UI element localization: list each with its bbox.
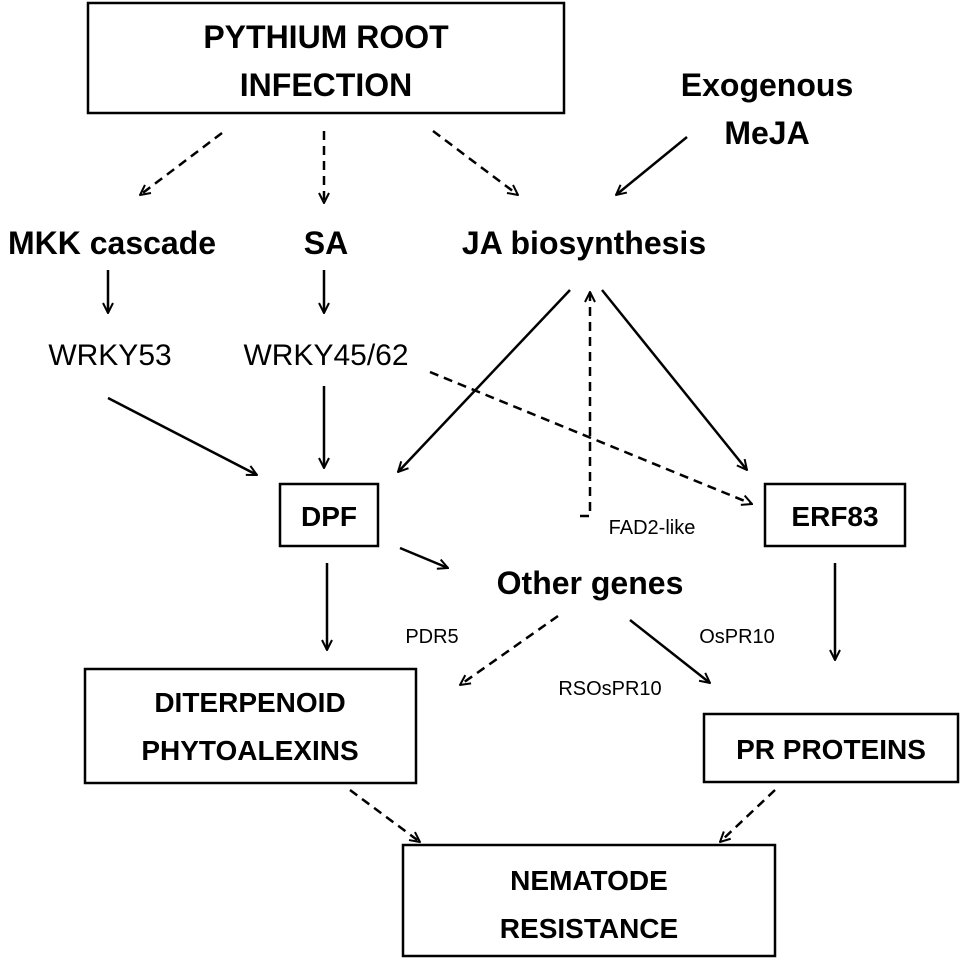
other-genes-label: Other genes: [497, 565, 684, 601]
rsospr10-label: RSOsPR10: [558, 678, 661, 700]
dpf-label: DPF: [301, 501, 357, 532]
erf83-box: [763, 482, 907, 548]
arrow-ja-to-dpf: [398, 289, 571, 472]
mkk-cascade-label: MKK cascade: [8, 225, 216, 261]
ja-biosynthesis-label: JA biosynthesis: [462, 225, 706, 261]
fad2-like-label: FAD2-like: [609, 517, 696, 539]
arrow-fad2-to-ja: [580, 292, 590, 518]
arrow-wrky4562-to-erf83: [429, 370, 752, 504]
pdr5-label: PDR5: [405, 626, 458, 648]
arrow-infection-to-mkk: [140, 132, 223, 195]
arrow-meja-to-ja: [616, 136, 688, 195]
diterpenoid-label-line2: PHYTOALEXINS: [141, 735, 358, 766]
arrow-other-genes-to-pr-proteins: [629, 619, 710, 683]
arrow-wrky53-to-dpf: [107, 396, 257, 477]
nematode-label-line1: NEMATODE: [510, 865, 668, 896]
meja-label-line1: Exogenous: [681, 67, 853, 103]
meja-label-line2: MeJA: [724, 115, 809, 151]
ospr10-label: OsPR10: [699, 626, 775, 648]
nematode-label-line2: RESISTANCE: [500, 913, 678, 944]
arrow-ja-to-erf83: [601, 289, 747, 470]
pythium-infection-label-line2: INFECTION: [240, 67, 412, 103]
diterpenoid-label-line1: DITERPENOID: [154, 687, 345, 718]
diterpenoid-phytoalexins-box: [83, 667, 418, 785]
sa-label: SA: [304, 225, 348, 261]
wrky4562-label: WRKY45/62: [243, 339, 408, 372]
arrow-diterpenoid-to-nematode: [349, 788, 420, 842]
pythium-infection-label-line1: PYTHIUM ROOT: [203, 19, 449, 55]
dpf-box: [278, 482, 380, 548]
arrow-other-genes-to-diterpenoid: [460, 614, 559, 685]
pr-proteins-label: PR PROTEINS: [736, 734, 926, 765]
erf83-label: ERF83: [791, 501, 878, 532]
arrow-infection-to-ja: [432, 130, 518, 195]
pr-proteins-box: [702, 712, 960, 784]
nematode-resistance-box: [401, 843, 777, 958]
pythium-infection-box: [86, 1, 566, 115]
arrow-dpf-to-other-genes: [399, 546, 448, 568]
arrow-pr-proteins-to-nematode: [720, 789, 776, 842]
wrky53-label: WRKY53: [48, 339, 171, 372]
